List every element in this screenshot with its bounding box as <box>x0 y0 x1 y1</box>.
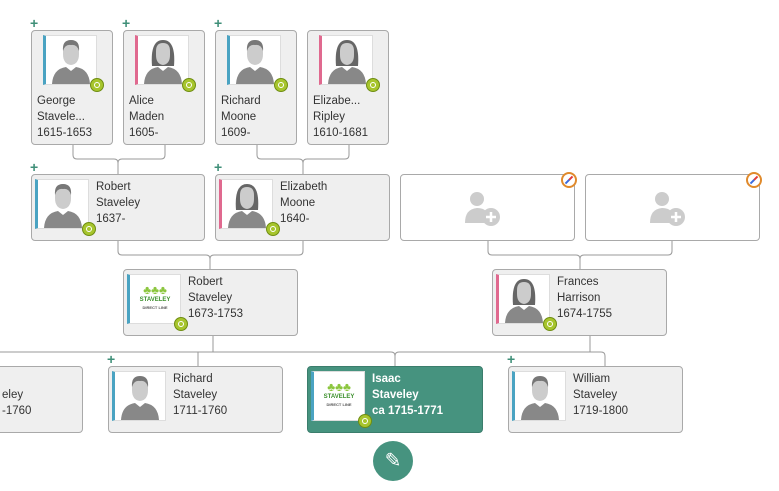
avatar <box>319 35 380 92</box>
status-icon <box>266 222 280 236</box>
add-parents-button[interactable]: + <box>30 159 39 175</box>
life-dates: 1674-1755 <box>557 308 612 320</box>
avatar <box>512 371 566 421</box>
add-person-icon <box>465 192 500 226</box>
first-name: Isaac <box>372 373 401 385</box>
status-icon <box>174 317 188 331</box>
last-name: Staveley <box>372 389 419 401</box>
first-name: Elizabeth <box>280 181 328 193</box>
status-icon <box>366 78 380 92</box>
last-name: Harrison <box>557 292 601 304</box>
avatar <box>219 179 280 236</box>
add-parents-button[interactable]: + <box>107 351 116 367</box>
life-dates: 1615-1653 <box>37 127 92 139</box>
avatar <box>112 371 166 421</box>
status-icon <box>182 78 196 92</box>
life-dates: 1640- <box>280 213 310 225</box>
life-dates: 1609- <box>221 127 251 139</box>
life-dates: ca 1715-1771 <box>372 405 443 417</box>
life-dates: 1673-1753 <box>188 308 243 320</box>
edit-person-button[interactable]: ✎ <box>373 441 413 481</box>
first-name: Richard <box>221 95 261 107</box>
add-parents-button[interactable]: + <box>507 351 516 367</box>
add-person-icon <box>650 192 685 226</box>
last-name: Staveley <box>96 197 141 209</box>
life-dates: 1637- <box>96 213 126 225</box>
last-name: Staveley <box>573 389 618 401</box>
life-dates: -1760 <box>2 405 32 417</box>
first-name: William <box>573 373 611 385</box>
avatar <box>135 35 196 92</box>
first-name: Frances <box>557 276 599 288</box>
compass-icon[interactable] <box>746 172 762 188</box>
last-name: Ripley <box>313 111 345 123</box>
first-name: Richard <box>173 373 213 385</box>
last-name: Maden <box>129 111 165 123</box>
last-name: eley <box>2 389 24 401</box>
life-dates: 1605- <box>129 127 159 139</box>
status-icon <box>82 222 96 236</box>
first-name: Robert <box>96 181 131 193</box>
status-icon <box>274 78 288 92</box>
add-parent-placeholder[interactable] <box>400 172 577 241</box>
avatar <box>496 274 557 331</box>
avatar <box>227 35 288 92</box>
add-parent-placeholder[interactable] <box>585 172 762 241</box>
status-icon <box>90 78 104 92</box>
last-name: Moone <box>280 197 316 209</box>
first-name: Elizabe... <box>313 95 361 107</box>
status-icon <box>543 317 557 331</box>
avatar <box>43 35 104 92</box>
add-parents-button[interactable]: + <box>122 15 131 31</box>
life-dates: 1610-1681 <box>313 127 368 139</box>
person-card[interactable]: eley -1760 <box>0 366 83 433</box>
add-parents-button[interactable]: + <box>214 15 223 31</box>
first-name: Robert <box>188 276 223 288</box>
last-name: Staveley <box>188 292 233 304</box>
status-icon <box>358 414 372 428</box>
avatar <box>35 179 96 236</box>
last-name: Staveley <box>173 389 218 401</box>
life-dates: 1719-1800 <box>573 405 628 417</box>
person-card[interactable]: Elizabe... Ripley 1610-1681 <box>307 30 389 145</box>
compass-icon[interactable] <box>561 172 577 188</box>
add-edit-icon: ✎ <box>384 450 402 472</box>
add-parents-button[interactable]: + <box>30 15 39 31</box>
first-name: Alice <box>129 95 154 107</box>
life-dates: 1711-1760 <box>173 405 228 417</box>
last-name: Moone <box>221 111 257 123</box>
add-parents-button[interactable]: + <box>214 159 223 175</box>
first-name: George <box>37 95 76 107</box>
last-name: Stavele... <box>37 111 85 123</box>
